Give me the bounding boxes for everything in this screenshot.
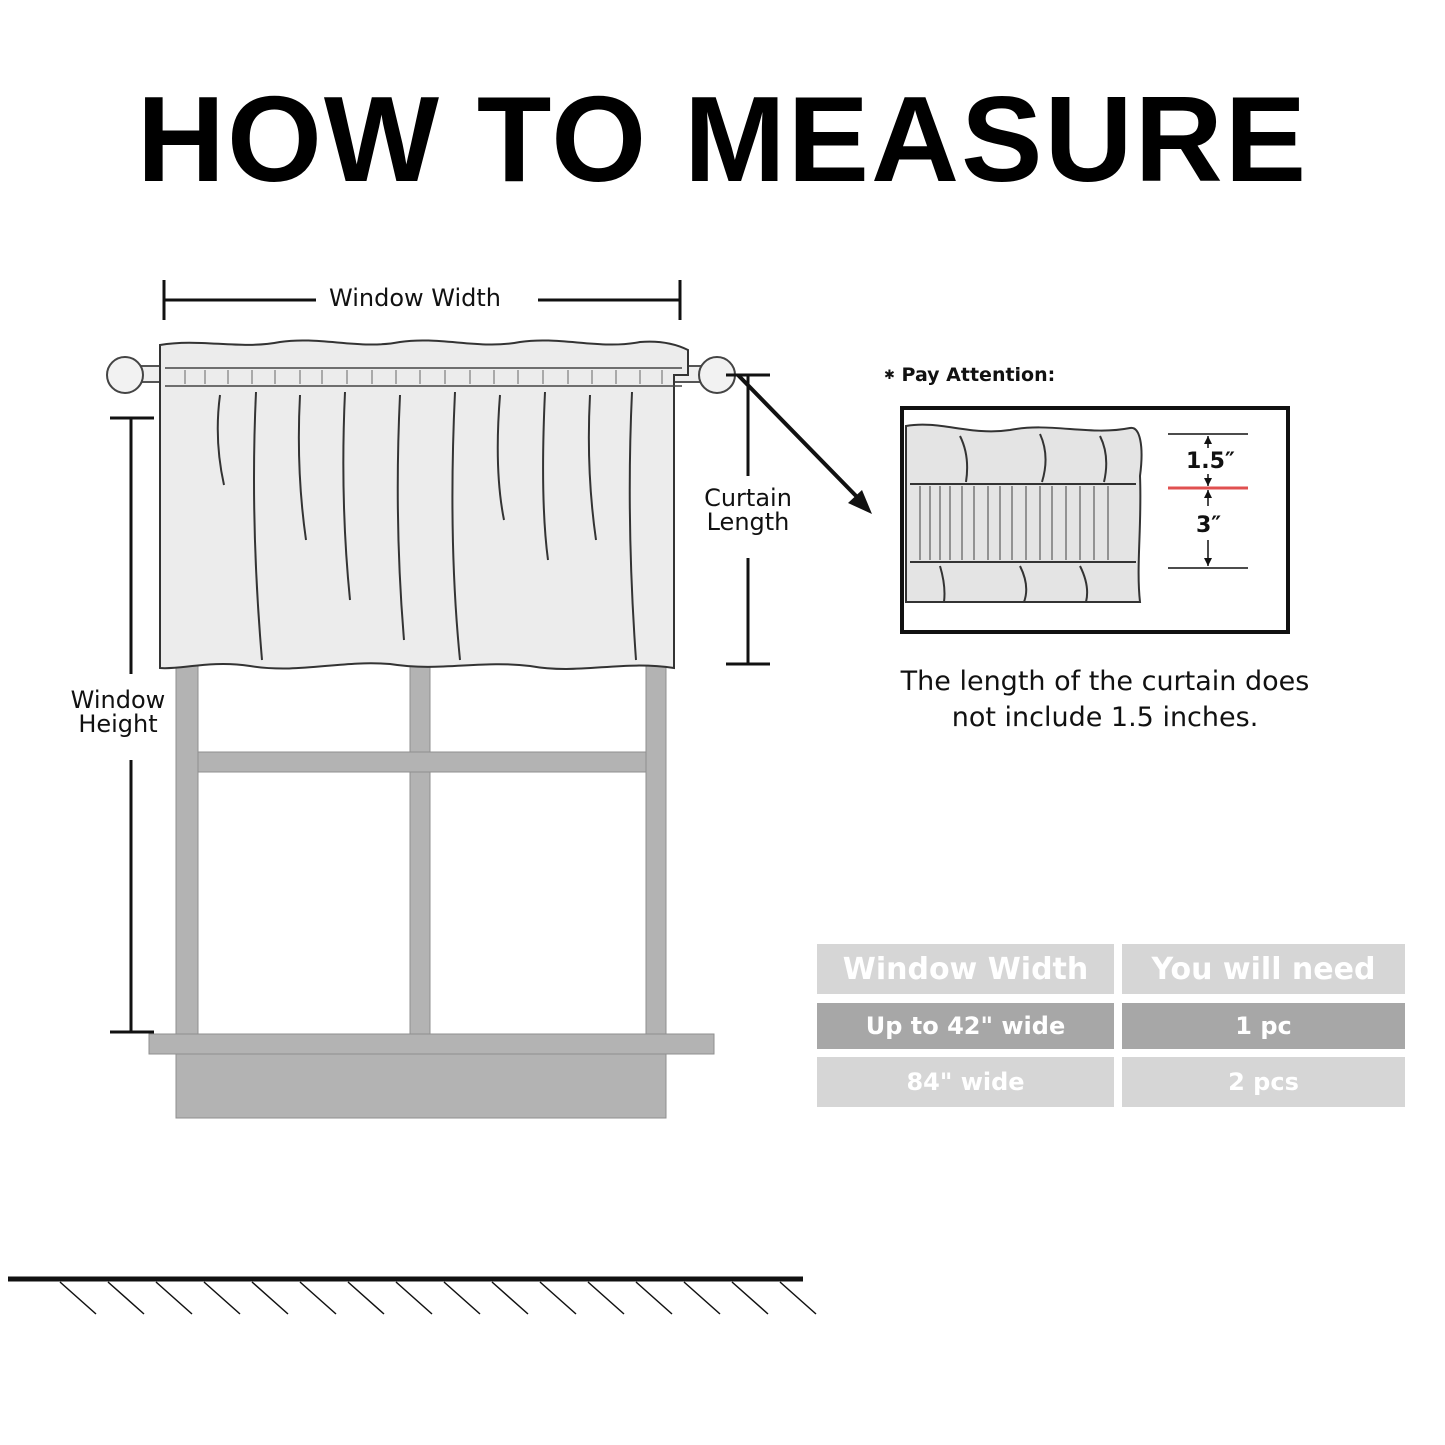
floor-line	[8, 1276, 817, 1315]
pay-attention-heading: ✱ Pay Attention:	[884, 364, 1055, 386]
table-row-2-need: 2 pcs	[1122, 1057, 1405, 1107]
window-height-label: Window Height	[58, 688, 178, 736]
table-row-1-need: 1 pc	[1122, 1003, 1405, 1049]
attention-note-line1: The length of the curtain does	[900, 666, 1310, 697]
attention-note: The length of the curtain does not inclu…	[860, 664, 1350, 736]
rod-finial-left	[106, 356, 144, 394]
window-frame	[148, 664, 715, 1119]
pay-attention-text: Pay Attention:	[901, 364, 1056, 386]
table-header-you-will-need: You will need	[1122, 944, 1405, 994]
curtain-length-label-line1: Curtain	[704, 484, 792, 512]
curtain-length-dimension	[726, 373, 770, 666]
detail-measure-top: 1.5″	[1186, 449, 1235, 474]
table-row-1-width: Up to 42" wide	[817, 1003, 1114, 1049]
window-width-label: Window Width	[329, 284, 501, 312]
window-width-dimension	[162, 280, 682, 320]
detail-arrow	[736, 373, 872, 514]
window-height-dimension	[110, 416, 154, 1034]
curtain-valance	[159, 339, 689, 670]
page-title: HOW TO MEASURE	[136, 71, 1309, 207]
curtain-detail-box: 1.5″ 3″	[900, 406, 1290, 634]
window-height-label-line2: Height	[78, 710, 158, 738]
window-height-label-line1: Window	[70, 686, 166, 714]
asterisk-icon: ✱	[884, 368, 895, 383]
detail-measure-pocket: 3″	[1196, 513, 1221, 538]
table-row-2-width: 84" wide	[817, 1057, 1114, 1107]
curtain-length-label-line2: Length	[706, 508, 790, 536]
curtain-length-label: Curtain Length	[690, 486, 806, 534]
attention-note-line2: not include 1.5 inches.	[951, 702, 1259, 733]
table-header-window-width: Window Width	[817, 944, 1114, 994]
